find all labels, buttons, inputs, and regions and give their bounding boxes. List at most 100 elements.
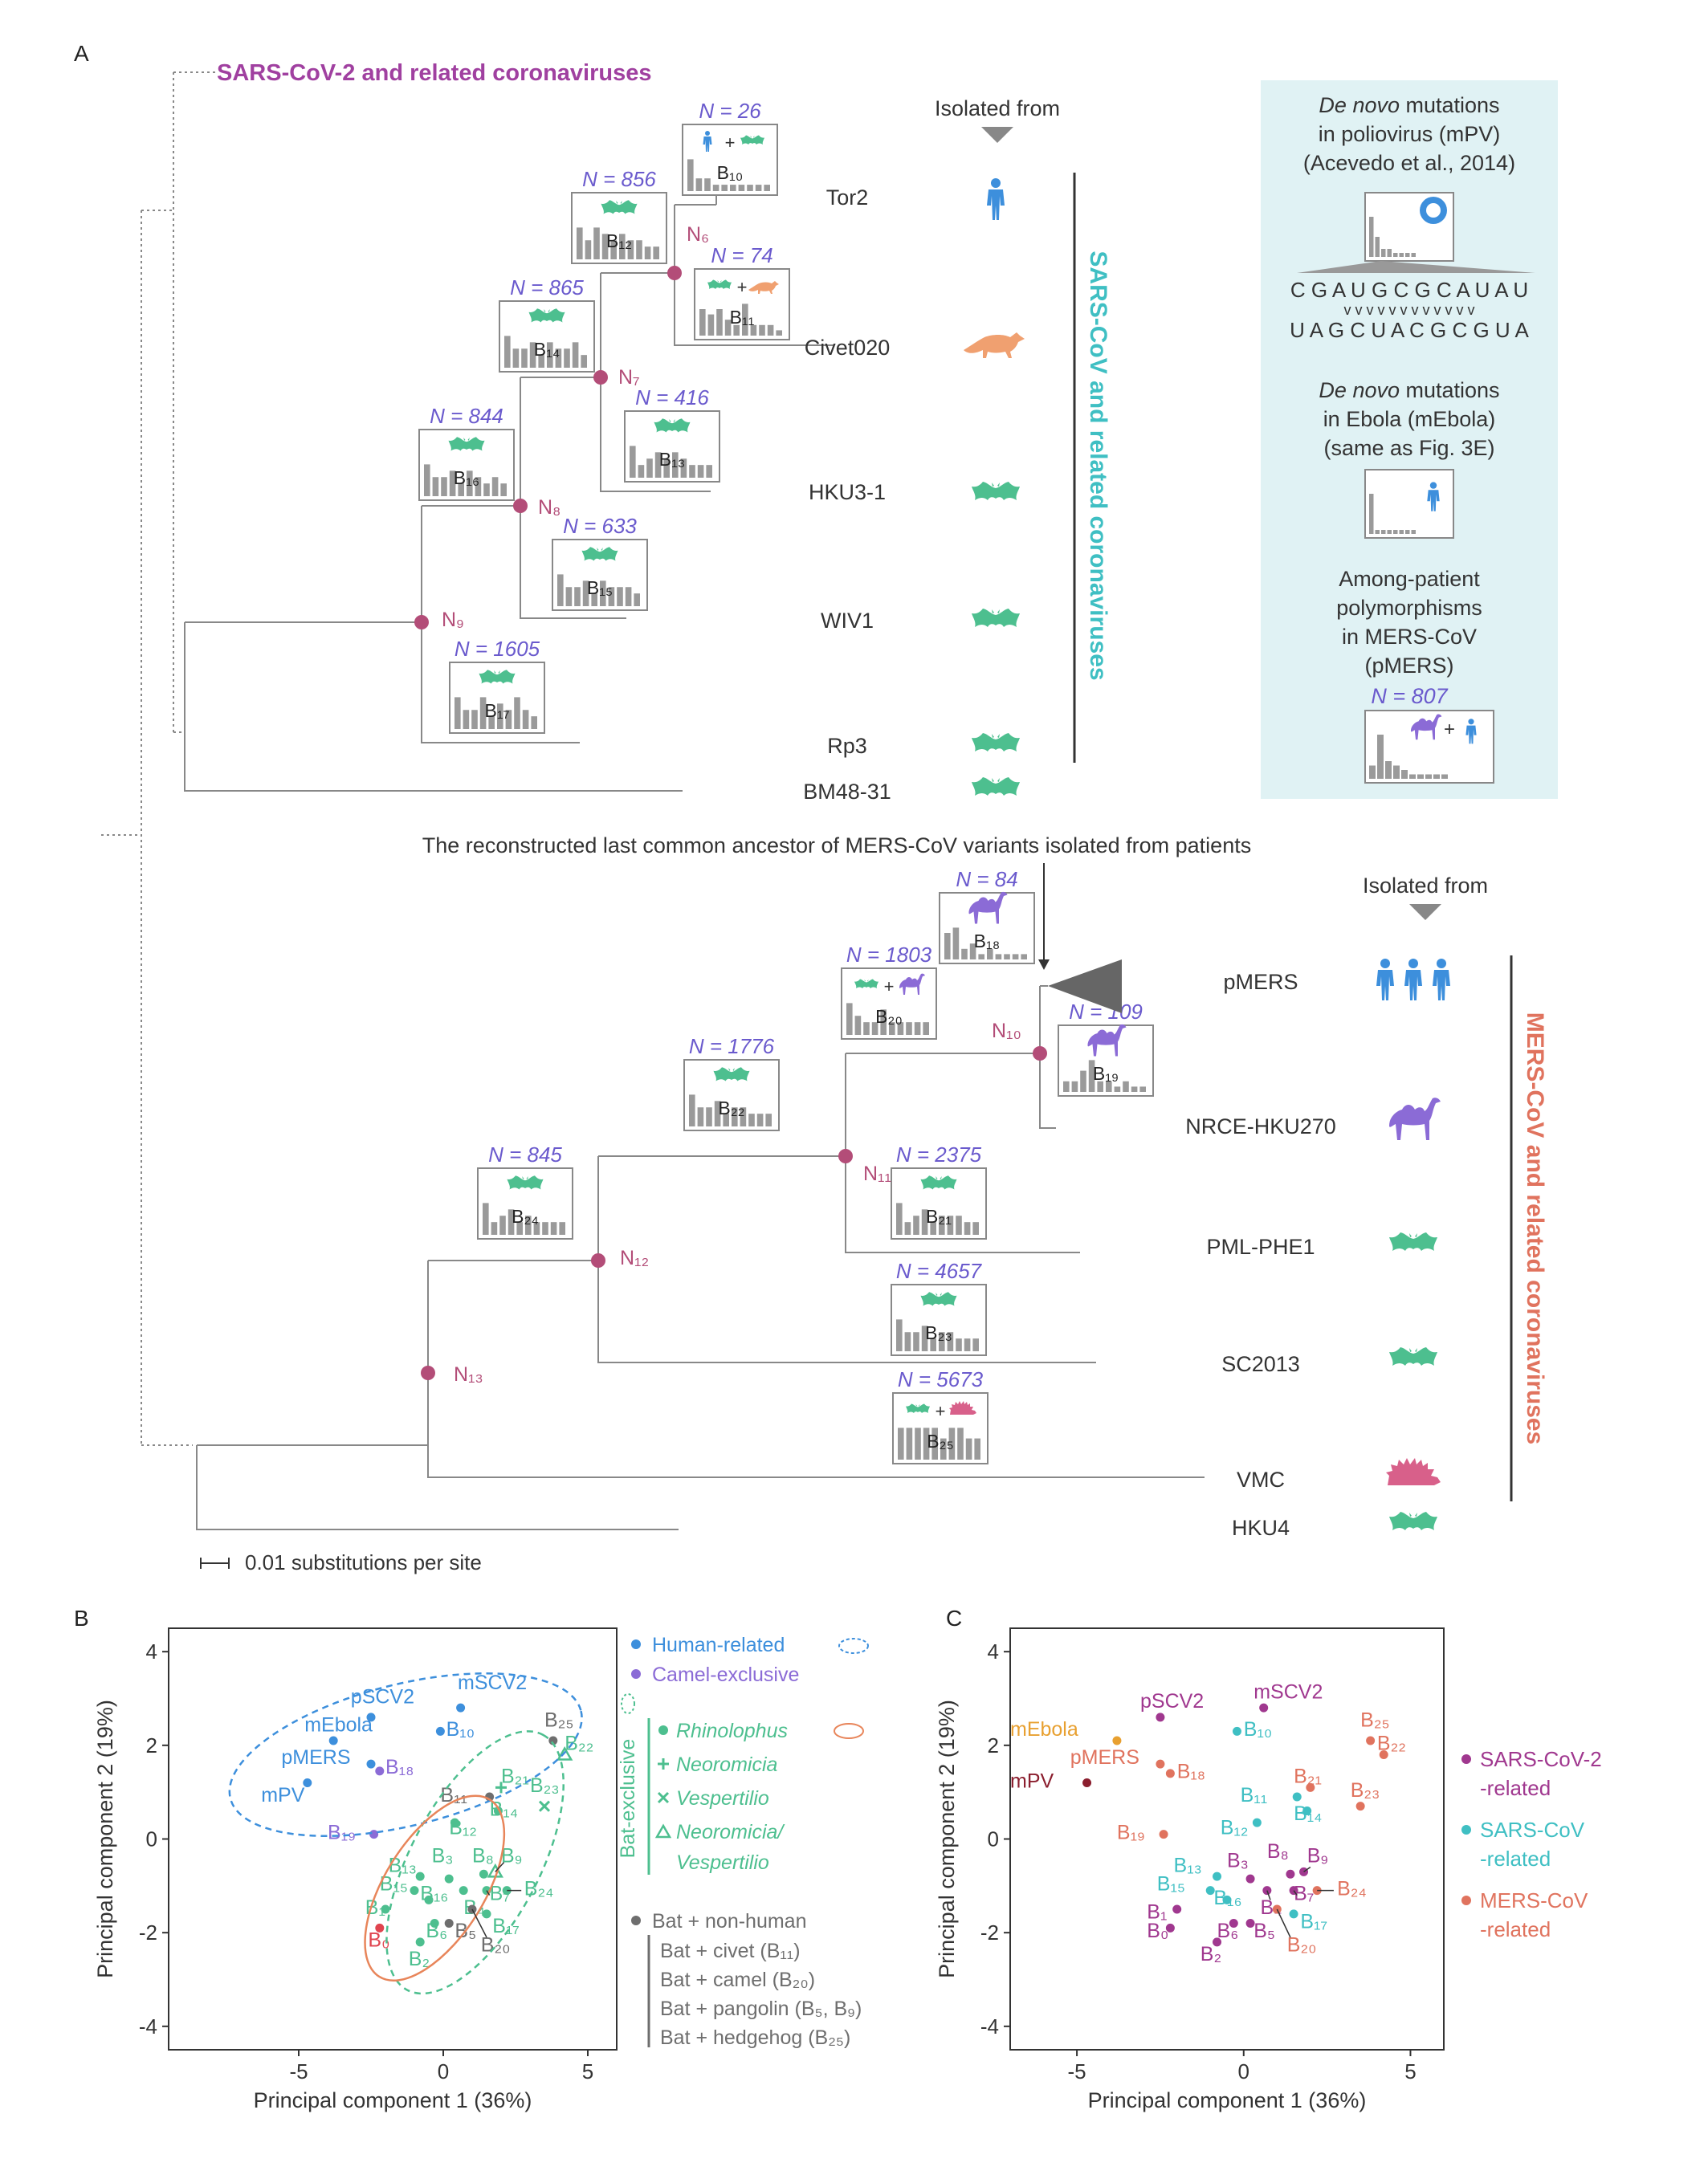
human-icon — [1404, 959, 1422, 1000]
mpv-line3: (Acevedo et al., 2014) — [1303, 151, 1515, 175]
spectrum-bar — [630, 446, 636, 478]
bat-icon — [972, 609, 1020, 627]
point-label: B₁ — [1147, 1901, 1167, 1924]
legend-label: Vespertilio — [676, 1787, 769, 1810]
x-tick-label: 0 — [438, 2059, 449, 2083]
point-marker — [1286, 1869, 1295, 1879]
plus-sign: + — [1444, 719, 1455, 740]
spectrum-bar — [948, 1428, 956, 1460]
spectrum-b-label: B₁₈ — [974, 931, 1001, 951]
spectrum-bar — [965, 1438, 972, 1460]
point-marker — [366, 1759, 376, 1769]
taxon-rp3: Rp3 — [827, 734, 867, 758]
panel-c-legend: SARS-CoV-2-relatedSARS-CoV-relatedMERS-C… — [1461, 1747, 1602, 1941]
point-label: B₂₅ — [1360, 1709, 1389, 1732]
point-label: B₂₀ — [1287, 1934, 1317, 1957]
point-marker — [303, 1778, 312, 1787]
spectrum-bar — [940, 1438, 947, 1460]
spectrum-bar — [712, 185, 719, 191]
point-marker — [1302, 1806, 1312, 1815]
spectrum-bar — [1417, 774, 1424, 779]
node-n6 — [667, 266, 682, 280]
spectrum-bar — [921, 1326, 928, 1351]
spectrum-bar — [1114, 1086, 1121, 1092]
spectrum-bar — [531, 716, 537, 729]
point-label: B₁₁ — [1241, 1784, 1268, 1806]
panel-b-legend: Human-relatedCamel-exclusiveBat-exclusiv… — [617, 1634, 869, 2049]
point-label: B₂ — [409, 1948, 430, 1970]
seq-marks: v v v v v v v v v v v v — [1343, 302, 1474, 318]
spectrum-box: N = 74+B₁₁ — [694, 243, 790, 340]
spectrum-bar — [488, 716, 495, 729]
plus-sign: + — [936, 1401, 946, 1421]
spectrum-bar — [906, 1022, 912, 1035]
spectrum-bar — [880, 1009, 887, 1035]
point-marker — [1229, 1919, 1238, 1928]
y-tick-label: 0 — [146, 1827, 157, 1851]
spectrum-bar — [1139, 1086, 1146, 1092]
point-marker — [1306, 1782, 1315, 1792]
spectrum-bar — [930, 1222, 936, 1235]
spectrum-n-label: N = 26 — [699, 99, 761, 123]
spectrum-box: N = 1803+B₂₀ — [841, 943, 937, 1040]
spectrum-bar — [896, 1203, 903, 1235]
node-n8 — [513, 499, 528, 513]
spectrum-bar — [500, 483, 507, 496]
sars-node-dots — [414, 266, 682, 629]
spectrum-bar — [1399, 253, 1404, 257]
spectrum-bar — [483, 1203, 489, 1235]
node-label-n9: N₉ — [442, 609, 464, 631]
spectrum-bar — [957, 1428, 964, 1460]
spectrum-bar — [906, 1428, 913, 1460]
point-label: B₁₁ — [440, 1784, 467, 1806]
spectrum-n-label: N = 865 — [510, 275, 584, 299]
spectrum-bar — [697, 465, 704, 478]
spectrum-bar — [538, 355, 544, 368]
spectrum-bar — [1387, 530, 1392, 534]
legend-label: Bat + hedgehog (B₂₅) — [660, 2026, 850, 2049]
point-label: B₂₂ — [565, 1733, 593, 1755]
spectrum-bar — [913, 1216, 919, 1235]
ebola-title: De novo mutations — [1319, 378, 1499, 402]
isolated-from-arrow-2 — [1409, 904, 1441, 920]
point-marker — [1232, 1726, 1241, 1736]
node-n12 — [591, 1253, 605, 1268]
spectrum-bar — [1393, 765, 1400, 779]
pmers-line1: Among-patient — [1339, 567, 1480, 591]
spectrum-bar — [471, 710, 478, 729]
point-label: B₂₀ — [481, 1934, 511, 1957]
taxon-wiv1: WIV1 — [821, 609, 874, 633]
node-label-n11: N₁₁ — [863, 1163, 891, 1185]
spectrum-bar — [871, 1022, 878, 1035]
spectrum-bar — [689, 465, 695, 478]
sars-clade-label: SARS-CoV and related coronaviruses — [1085, 250, 1111, 680]
spectrum-bar — [625, 587, 632, 606]
point-marker — [410, 1886, 419, 1896]
spectrum-bar — [854, 1016, 862, 1035]
spectrum-b-label: B₂₅ — [927, 1431, 954, 1452]
human-icon — [1433, 959, 1450, 1000]
ebola-spectrum-frame — [1364, 469, 1454, 539]
spectrum-bar — [921, 1209, 928, 1235]
legend-label: Bat + civet (B₁₁) — [660, 1940, 801, 1962]
spectrum-bar — [716, 309, 723, 336]
spectrum-bar — [497, 703, 503, 729]
bat-icon — [972, 482, 1020, 500]
point-marker — [1379, 1750, 1388, 1759]
spectrum-bar — [923, 1022, 929, 1035]
spectrum-bar — [521, 348, 528, 368]
point-marker — [1165, 1769, 1175, 1778]
spectrum-bar — [863, 1022, 870, 1035]
spectrum-bar — [947, 1332, 954, 1351]
spectrum-bar — [730, 185, 736, 191]
spectrum-bar — [585, 240, 592, 259]
spectrum-bar — [1381, 249, 1386, 257]
point-marker — [381, 1904, 390, 1914]
point-label: mPV — [1010, 1770, 1054, 1792]
spectrum-bar — [499, 1216, 506, 1235]
spectrum-bar — [721, 185, 728, 191]
node-n11 — [838, 1149, 853, 1163]
point-label: B₁₉ — [1117, 1822, 1145, 1844]
x-axis-label: Principal component 1 (36%) — [254, 2088, 532, 2112]
